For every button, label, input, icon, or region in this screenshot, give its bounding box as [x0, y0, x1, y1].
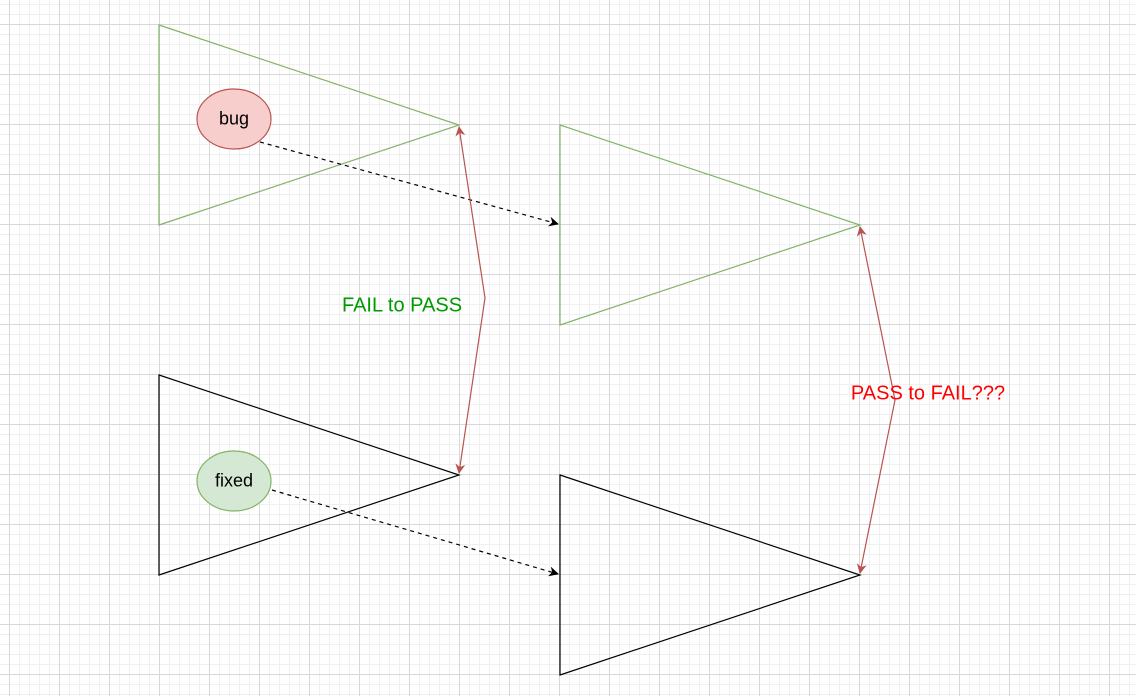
fixed-ellipse[interactable] — [196, 450, 272, 512]
dashed-arrow-fixed[interactable] — [271, 489, 559, 577]
triangle-fixed-after[interactable] — [559, 474, 862, 676]
arrow-pass-to-fail[interactable] — [856, 226, 896, 574]
fail-to-pass-label: FAIL to PASS — [341, 294, 463, 317]
triangle-fixed-before[interactable] — [158, 374, 461, 576]
fixed-label: fixed — [214, 470, 254, 491]
pass-to-fail-label: PASS to FAIL??? — [850, 382, 1006, 405]
bug-label: bug — [218, 108, 250, 129]
triangle-bug-before[interactable] — [158, 24, 461, 226]
triangle-bug-after[interactable] — [559, 124, 862, 326]
bug-ellipse[interactable] — [196, 88, 272, 150]
arrow-fail-to-pass[interactable] — [455, 126, 486, 474]
dashed-arrow-bug[interactable] — [259, 141, 559, 227]
